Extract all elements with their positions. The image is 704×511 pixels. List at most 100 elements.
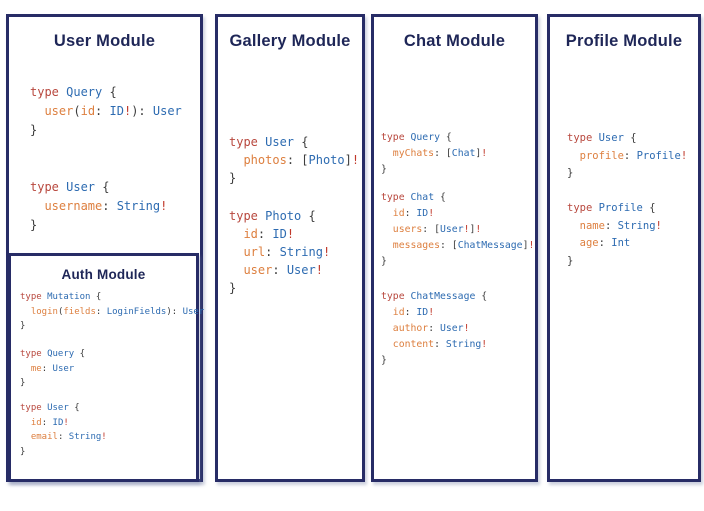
code-token-punctuation: : bbox=[598, 237, 612, 249]
schema-code-block: type Chat { id: ID! users: [User!]! mess… bbox=[381, 190, 534, 270]
code-token-punctuation: [ bbox=[451, 240, 458, 251]
schema-code-block: type Profile { name: String! age: Int } bbox=[567, 200, 662, 270]
code-token-punctuation: } bbox=[229, 171, 237, 185]
code-token-bang: ! bbox=[528, 240, 535, 251]
code-token-punctuation bbox=[20, 364, 31, 374]
code-token-punctuation bbox=[567, 237, 580, 249]
code-token-punctuation: : bbox=[265, 245, 280, 259]
code-token-type_name: Profile bbox=[636, 149, 681, 162]
code-token-punctuation: } bbox=[20, 378, 26, 388]
code-token-field: name bbox=[579, 219, 605, 232]
code-token-punctuation: } bbox=[567, 254, 574, 267]
schema-code-block: type Mutation { login(fields: LoginField… bbox=[20, 290, 204, 334]
code-token-punctuation bbox=[30, 104, 44, 118]
code-token-type_name: User bbox=[152, 104, 182, 118]
code-token-keyword: type bbox=[381, 291, 411, 302]
code-token-punctuation: ] bbox=[469, 224, 476, 235]
code-token-punctuation bbox=[381, 307, 393, 318]
code-token-punctuation bbox=[20, 418, 31, 428]
code-token-bang: ! bbox=[680, 149, 688, 162]
code-token-type_name: ID bbox=[52, 417, 64, 428]
code-token-punctuation: : bbox=[95, 306, 107, 317]
code-token-punctuation: : bbox=[623, 149, 637, 162]
schema-code-block: type Query { me: User } bbox=[20, 347, 85, 391]
code-token-field: email bbox=[30, 432, 58, 442]
code-token-punctuation: { bbox=[308, 209, 316, 223]
code-token-punctuation: { bbox=[301, 135, 309, 149]
code-token-punctuation bbox=[567, 150, 580, 162]
code-token-field: user bbox=[243, 263, 273, 277]
code-token-punctuation bbox=[20, 432, 31, 442]
code-token-field: users bbox=[392, 224, 423, 235]
code-token-punctuation: ( bbox=[57, 306, 64, 317]
schema-code-block: type User { id: ID! email: String! } bbox=[20, 401, 107, 459]
code-token-punctuation bbox=[30, 199, 44, 213]
code-token-punctuation: } bbox=[229, 281, 237, 295]
schema-code-block: type User { username: String! } bbox=[30, 178, 167, 235]
code-token-punctuation bbox=[381, 323, 393, 334]
code-token-punctuation: ): bbox=[131, 104, 153, 118]
code-token-punctuation: : bbox=[95, 104, 110, 118]
code-token-punctuation: { bbox=[440, 192, 446, 203]
code-token-keyword: type bbox=[20, 349, 48, 359]
code-token-punctuation: } bbox=[381, 256, 387, 267]
code-token-punctuation: { bbox=[630, 132, 637, 144]
code-token-punctuation: } bbox=[20, 446, 26, 457]
module-title-profile: Profile Module bbox=[565, 32, 683, 50]
code-token-type_name: Mutation bbox=[47, 292, 96, 302]
code-token-punctuation: { bbox=[74, 403, 80, 413]
code-token-punctuation: } bbox=[567, 167, 574, 179]
code-token-type_name: Query bbox=[47, 349, 80, 359]
code-token-punctuation: : bbox=[428, 323, 440, 334]
code-token-type_name: Query bbox=[66, 85, 110, 99]
code-token-field: photos bbox=[243, 153, 287, 167]
code-token-punctuation bbox=[381, 339, 393, 350]
code-token-punctuation: } bbox=[20, 321, 26, 331]
code-token-type_name: ChatMessage bbox=[410, 291, 482, 302]
code-token-punctuation: } bbox=[30, 123, 38, 137]
code-token-punctuation: : bbox=[422, 224, 435, 235]
code-token-keyword: type bbox=[30, 180, 67, 194]
schema-code-block: type ChatMessage { id: ID! author: User!… bbox=[381, 289, 487, 369]
module-title-auth: Auth Module bbox=[61, 267, 146, 282]
code-token-punctuation bbox=[567, 220, 580, 232]
code-token-punctuation: : bbox=[434, 339, 446, 350]
code-token-punctuation bbox=[381, 240, 393, 251]
code-token-type_name: Chat bbox=[410, 192, 440, 203]
code-token-punctuation bbox=[381, 148, 393, 159]
code-token-type_name: Int bbox=[611, 237, 631, 249]
code-token-type_name: User bbox=[182, 306, 205, 317]
code-token-type_name: LoginFields bbox=[106, 306, 167, 317]
schema-code-block: type Query { myChats: [Chat]! } bbox=[381, 130, 487, 178]
schema-code-block: type Photo { id: ID! url: String! user: … bbox=[229, 207, 330, 297]
code-token-punctuation bbox=[381, 224, 393, 235]
code-token-punctuation bbox=[229, 153, 243, 167]
code-token-punctuation: { bbox=[649, 202, 656, 214]
code-token-punctuation: } bbox=[30, 218, 38, 232]
code-token-bang: ! bbox=[463, 224, 470, 235]
code-token-type_name: ChatMessage bbox=[457, 240, 523, 251]
code-token-punctuation bbox=[229, 245, 243, 259]
code-token-field: myChats bbox=[392, 148, 435, 159]
code-token-type_name: User bbox=[598, 132, 631, 144]
code-token-field: login bbox=[30, 306, 58, 317]
module-panel-auth: Auth Module type Mutation { login(fields:… bbox=[8, 253, 204, 482]
code-token-field: id bbox=[243, 227, 258, 241]
code-token-bang: ! bbox=[315, 263, 323, 277]
code-token-punctuation: [ bbox=[301, 153, 309, 167]
code-token-bang: ! bbox=[101, 432, 107, 442]
code-token-punctuation: : bbox=[102, 199, 117, 213]
code-token-type_name: Profile bbox=[598, 202, 650, 214]
code-token-bang: ! bbox=[655, 219, 662, 232]
schema-code-block: type User { photos: [Photo]! } bbox=[229, 133, 359, 187]
code-token-punctuation: { bbox=[481, 291, 488, 302]
code-token-field: content bbox=[392, 339, 435, 350]
code-token-punctuation bbox=[381, 208, 393, 219]
code-token-bang: ! bbox=[322, 245, 331, 259]
code-token-keyword: type bbox=[229, 209, 266, 223]
code-token-type_name: String bbox=[617, 219, 656, 232]
code-token-field: me bbox=[30, 363, 42, 374]
code-token-bang: ! bbox=[286, 227, 295, 241]
